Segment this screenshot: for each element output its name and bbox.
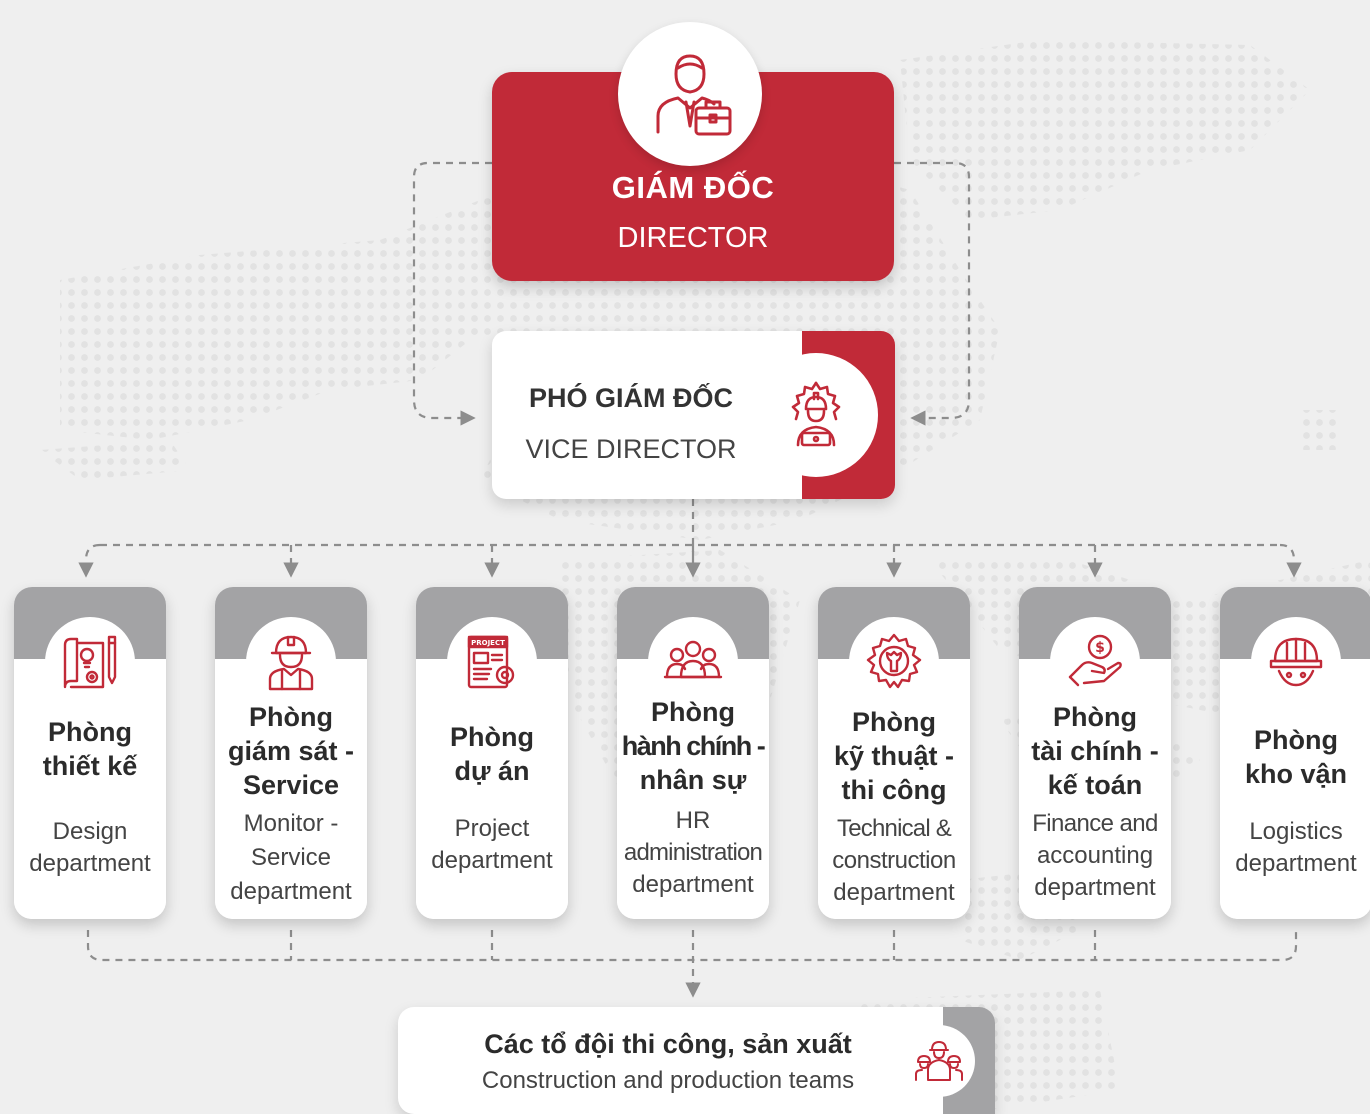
department-name-line: kỹ thuật -	[833, 741, 954, 771]
department-card-finance-accounting: $ Phòng tài chính - kế toán Finance and …	[1019, 587, 1171, 919]
department-name-line: Service	[242, 770, 340, 800]
department-card-project: PROJECT Phòng dự án Project department	[416, 587, 568, 919]
department-card-technical-construction: Phòng kỹ thuật - thi công Technical & co…	[818, 587, 970, 919]
vice-director-icon-circle	[754, 353, 878, 477]
department-name-line: Phòng	[249, 702, 333, 732]
department-name-line: tài chính -	[1031, 736, 1159, 766]
department-card-logistics: Phòng kho vận Logistics department	[1220, 587, 1370, 919]
svg-text:$: $	[1095, 640, 1105, 656]
department-english-line: department	[833, 879, 955, 906]
department-english-line: Technical &	[837, 815, 952, 842]
director-title-en: DIRECTOR	[617, 222, 769, 254]
teams-title-en: Construction and production teams	[481, 1067, 855, 1094]
hard-hat-icon	[1269, 637, 1323, 687]
department-name-line: kho vận	[1244, 759, 1348, 789]
department-name-line: Phòng	[1053, 702, 1137, 732]
worker-helmet-icon	[268, 635, 314, 691]
department-english-line: Logistics	[1249, 818, 1343, 845]
department-english-line: department	[431, 847, 553, 874]
department-english-line: department	[1235, 850, 1357, 877]
department-card-hr-administration: Phòng hành chính - nhân sự HR administra…	[617, 587, 769, 919]
people-group-icon	[663, 640, 723, 679]
businessman-briefcase-icon	[656, 54, 732, 136]
department-english-line: Finance and	[1032, 810, 1158, 837]
vice-director-title-vi: PHÓ GIÁM ĐỐC	[528, 383, 733, 413]
blueprint-design-icon	[63, 635, 117, 689]
department-name-line: dự án	[454, 756, 530, 786]
department-english-line: department	[1034, 874, 1156, 901]
department-english-line: accounting	[1036, 842, 1154, 869]
department-english-line: Design	[52, 818, 128, 845]
department-card-monitor-service: Phòng giám sát - Service Monitor - Servi…	[215, 587, 367, 919]
department-english-line: construction	[832, 847, 956, 874]
department-english-line: administration	[623, 839, 763, 866]
department-card-design: Phòng thiết kế Design department	[14, 587, 166, 919]
department-english-line: Project	[454, 815, 530, 842]
department-name-line: kế toán	[1047, 770, 1143, 800]
wrench-gear-icon	[866, 633, 922, 689]
svg-text:PROJECT: PROJECT	[471, 639, 505, 647]
director-box: GIÁM ĐỐC DIRECTOR	[492, 22, 894, 281]
worker-team-icon	[915, 1041, 963, 1081]
department-name-line: Phòng	[852, 707, 936, 737]
project-document-icon: PROJECT	[467, 635, 515, 689]
department-english-line: Service	[250, 844, 332, 871]
department-english-line: department	[632, 871, 754, 898]
production-teams-box: Các tổ đội thi công, sản xuất Constructi…	[398, 1007, 995, 1114]
department-english-line: department	[230, 878, 352, 905]
department-name-line: hành chính -	[621, 731, 766, 761]
department-name-line: thiết kế	[42, 751, 138, 781]
department-name-line: giám sát -	[227, 736, 355, 766]
department-english-line: HR	[675, 807, 711, 834]
director-title-vi: GIÁM ĐỐC	[611, 170, 775, 205]
department-name-line: nhân sự	[639, 765, 747, 795]
department-name-line: Phòng	[651, 697, 735, 727]
department-name-line: thi công	[841, 775, 947, 805]
vice-director-box: PHÓ GIÁM ĐỐC VICE DIRECTOR	[492, 331, 895, 499]
teams-title-vi: Các tổ đội thi công, sản xuất	[484, 1029, 852, 1059]
department-name-line: Phòng	[1254, 725, 1338, 755]
director-icon-circle	[618, 22, 762, 166]
department-english-line: department	[29, 850, 151, 877]
department-english-line: Monitor -	[243, 810, 339, 837]
money-hand-icon: $	[1068, 634, 1122, 687]
department-name-line: Phòng	[48, 717, 132, 747]
department-name-line: Phòng	[450, 722, 534, 752]
vice-director-title-en: VICE DIRECTOR	[525, 434, 737, 464]
engineer-laptop-gear-icon	[791, 381, 841, 447]
